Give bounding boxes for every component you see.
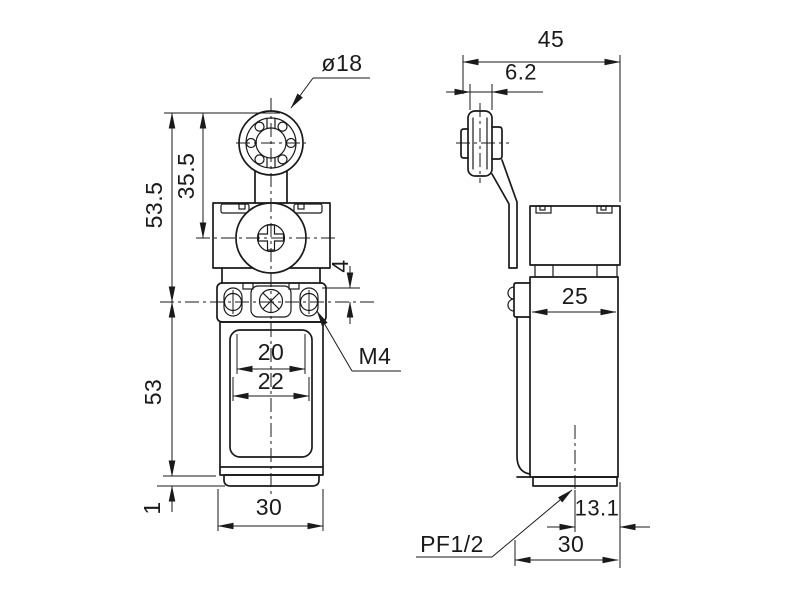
callout-roller-diameter: ø18 (321, 50, 362, 76)
side-screw-bumps (507, 286, 515, 312)
dim-hole-spacing-outer: 22 (258, 368, 285, 394)
dim-body-depth: 25 (562, 283, 589, 309)
dim-height-total: 53.5 (141, 182, 167, 229)
dim-slot-offset: 4 (327, 259, 353, 272)
dim-conduit-offset: 13.1 (575, 496, 620, 521)
dim-roller-width: 6.2 (505, 60, 537, 85)
head-side (529, 205, 621, 278)
side-plate-strip (516, 316, 531, 475)
dim-body-width: 30 (256, 494, 283, 520)
side-view: 45 6.2 25 13.1 30 PF1/2 (416, 26, 650, 568)
side-dimensions: 45 6.2 25 13.1 30 PF1/2 (416, 26, 650, 568)
dim-base-depth: 30 (558, 531, 585, 557)
body-side (507, 276, 619, 487)
lever-shaft (254, 170, 288, 204)
dim-roller-to-pivot: 35.5 (173, 153, 199, 200)
callout-conduit-thread: PF1/2 (420, 531, 484, 557)
callout-mounting-screw: M4 (359, 343, 392, 369)
dim-hole-spacing-inner: 20 (258, 339, 285, 365)
bottom-plate (223, 474, 320, 487)
dim-depth-total: 45 (538, 26, 565, 52)
dim-body-height: 53 (140, 379, 166, 406)
head-neck (221, 267, 321, 284)
front-view: 53.5 35.5 53 1 20 22 30 4 ø18 (139, 50, 401, 531)
front-dimensions: 53.5 35.5 53 1 20 22 30 4 ø18 (139, 50, 401, 531)
side-plate-block (513, 282, 531, 318)
dim-base-thickness: 1 (139, 501, 165, 514)
lever-arm-side (491, 159, 518, 269)
